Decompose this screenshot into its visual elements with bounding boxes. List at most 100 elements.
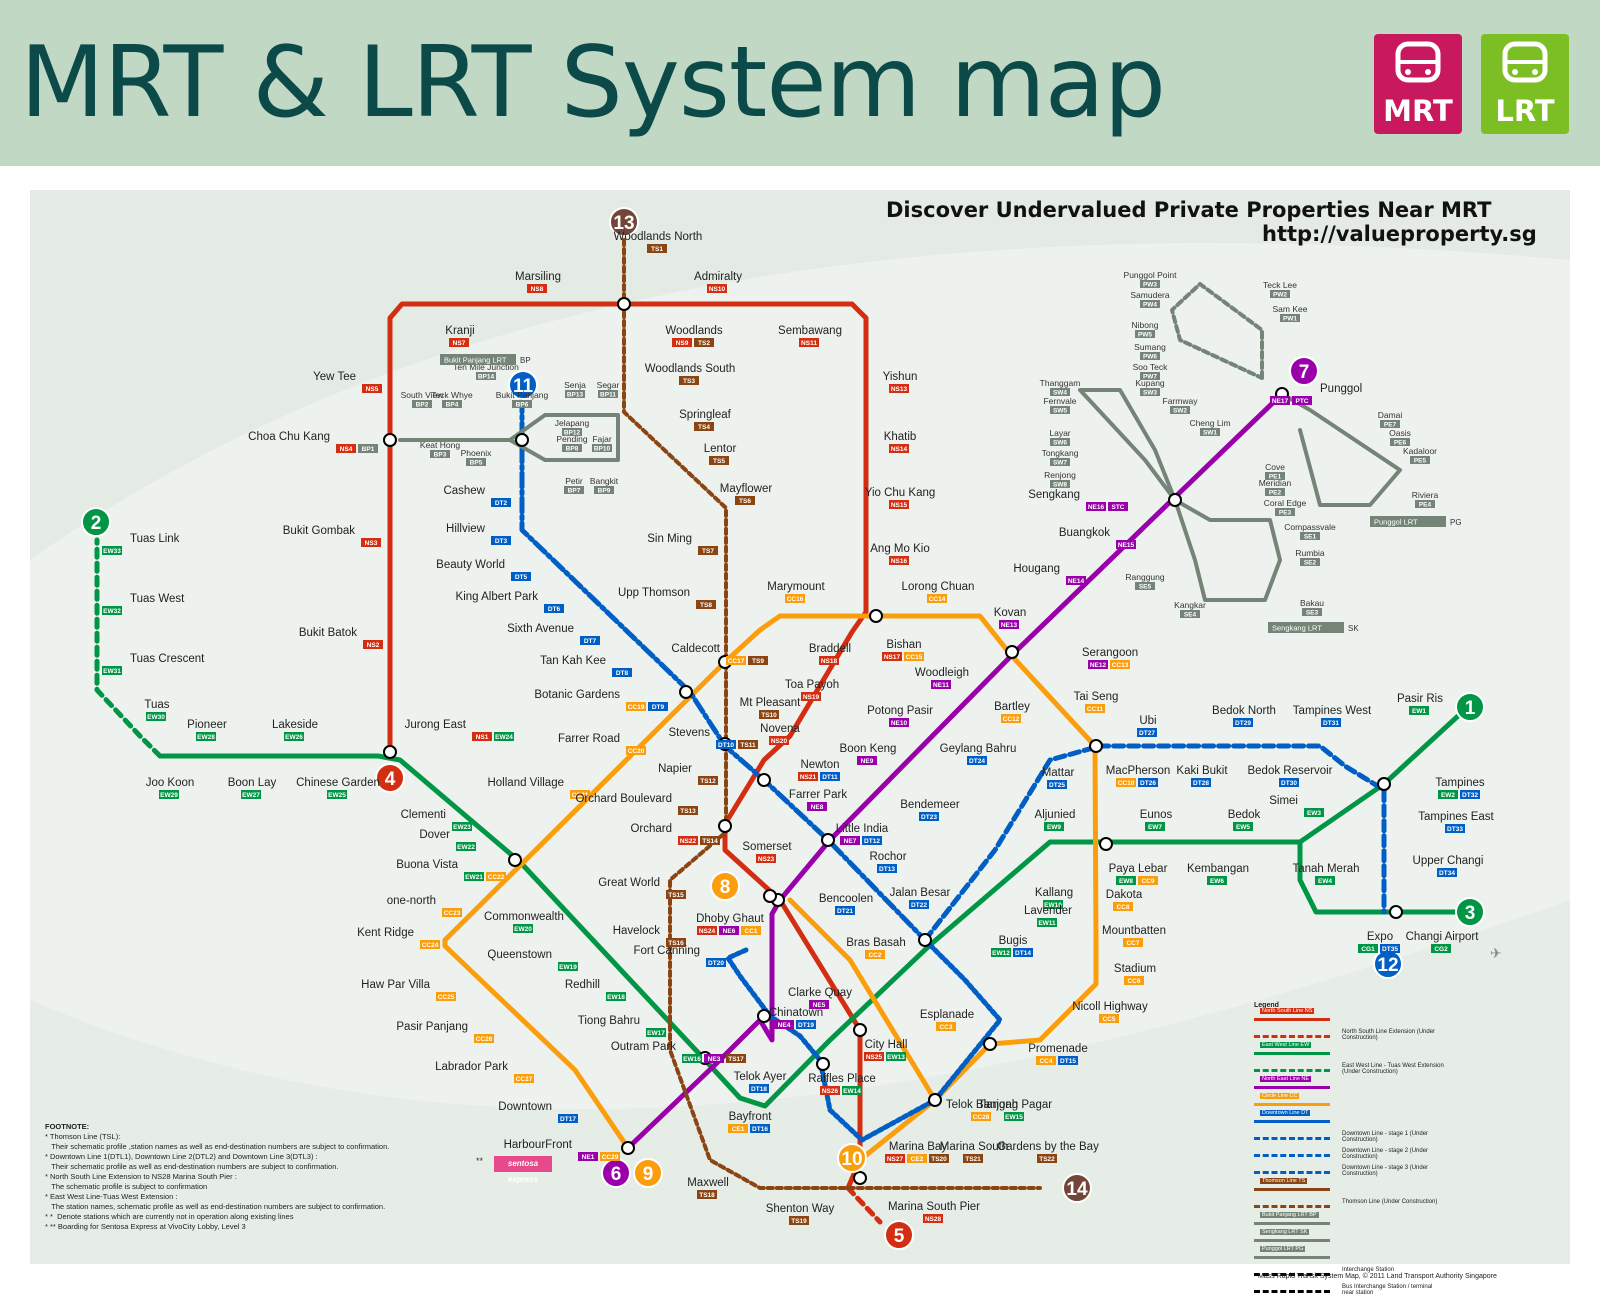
interchange-marker[interactable] xyxy=(508,853,522,867)
interchange-marker[interactable] xyxy=(1089,739,1103,753)
interchange-marker[interactable] xyxy=(1099,837,1113,851)
interchange-marker[interactable] xyxy=(763,889,777,903)
interchange-marker[interactable] xyxy=(383,433,397,447)
interchange-marker[interactable] xyxy=(515,433,529,447)
interchange-marker[interactable] xyxy=(1168,493,1182,507)
interchange-marker[interactable] xyxy=(718,819,732,833)
interchange-marker[interactable] xyxy=(816,1057,830,1071)
interchange-marker[interactable] xyxy=(679,685,693,699)
interchange-marker[interactable] xyxy=(1005,645,1019,659)
interchange-marker[interactable] xyxy=(853,1171,867,1185)
interchange-marker[interactable] xyxy=(757,1009,771,1023)
interchange-marker[interactable] xyxy=(983,1037,997,1051)
